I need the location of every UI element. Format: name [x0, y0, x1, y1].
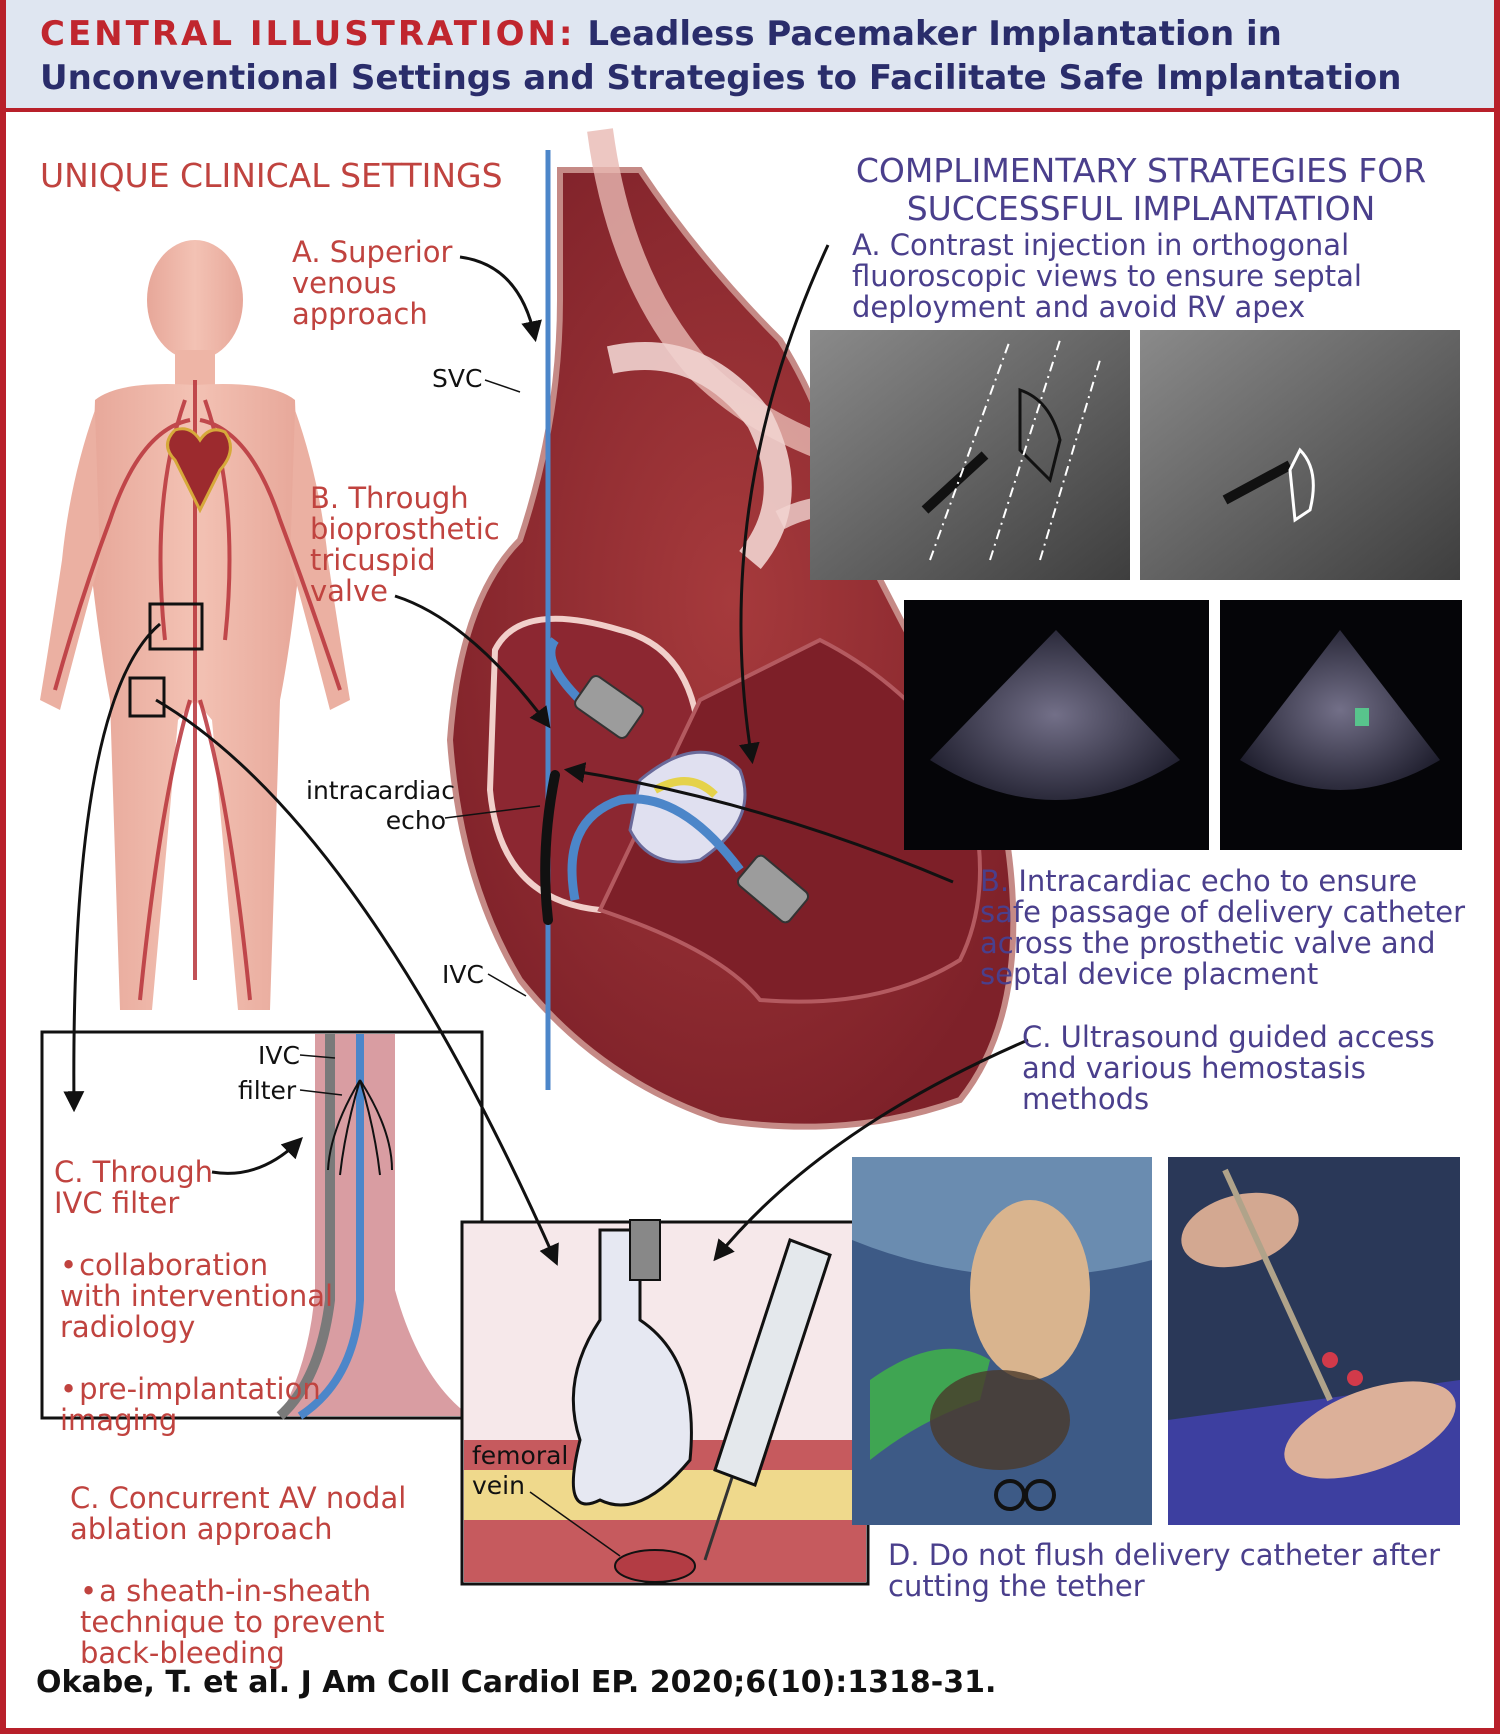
label-svc: SVC — [432, 364, 483, 393]
label-bioprosthetic-valve: B. Through bioprosthetic tricuspid valve — [310, 481, 500, 608]
citation: Okabe, T. et al. J Am Coll Cardiol EP. 2… — [36, 1665, 997, 1700]
left-heading: UNIQUE CLINICAL SETTINGS — [40, 156, 503, 195]
label-femoral-vein: femoral vein — [472, 1441, 569, 1500]
fluoroscopy-images — [810, 330, 1460, 580]
arrow-ice — [563, 762, 954, 884]
label-ivc-filter: C. Through IVC filter — [54, 1155, 213, 1220]
leader-svc — [484, 379, 521, 393]
leader-ivc-inset — [299, 1054, 336, 1059]
title-bar: CENTRAL ILLUSTRATION: Leadless Pacemaker… — [0, 0, 1500, 112]
body-figure — [40, 240, 350, 1010]
label-ivc: IVC — [442, 960, 484, 989]
ivc-filter-bullet-2: pre-implantation imaging — [60, 1374, 333, 1436]
leader-filter — [299, 1089, 343, 1096]
arrow-ultrasound-access — [713, 1038, 1029, 1262]
label-av-nodal-ablation: C. Concurrent AV nodal ablation approach — [70, 1481, 407, 1546]
title-lead: CENTRAL ILLUSTRATION: — [40, 14, 576, 54]
av-nodal-bullet: a sheath-in-sheath technique to prevent … — [80, 1576, 406, 1669]
strategy-c-text: C. Ultrasound guided access and various … — [1022, 1020, 1435, 1116]
arrow-superior-approach — [459, 255, 542, 343]
ivc-filter-text: C. Through IVC filter collaboration with… — [54, 1126, 333, 1467]
ice-images — [904, 600, 1462, 850]
arrow-ivc-filter — [63, 622, 161, 1113]
figure-title: CENTRAL ILLUSTRATION: Leadless Pacemaker… — [40, 12, 1470, 100]
label-intracardiac-echo: intracardiac echo — [306, 776, 455, 835]
arrow-bioprosthetic-valve — [394, 594, 551, 729]
heart-illustration — [446, 128, 1017, 1130]
av-nodal-text: C. Concurrent AV nodal ablation approach… — [70, 1452, 406, 1700]
leader-ivc — [487, 973, 527, 997]
ivc-filter-bullet-1: collaboration with interventional radiol… — [60, 1250, 333, 1343]
strategy-d-text: D. Do not flush delivery catheter after … — [888, 1538, 1441, 1603]
arrow-contrast-injection — [738, 244, 830, 765]
arrow-filter-inset — [211, 1137, 303, 1175]
title-text: Leadless Pacemaker Implantation in Uncon… — [40, 14, 1402, 98]
ultrasound-inset — [460, 1219, 870, 1586]
right-heading: COMPLIMENTARY STRATEGIES FOR SUCCESSFUL … — [855, 151, 1427, 228]
label-superior-approach: A. Superior venous approach — [292, 235, 453, 331]
arrow-femoral — [155, 698, 559, 1266]
surgical-photos — [852, 1157, 1460, 1525]
leader-femoral — [529, 1491, 621, 1557]
label-ivc-inset: IVC — [258, 1041, 300, 1070]
leader-ice — [444, 805, 541, 819]
strategy-b-text: B. Intracardiac echo to ensure safe pass… — [980, 864, 1466, 991]
label-filter: filter — [238, 1076, 297, 1105]
strategy-a-text: A. Contrast injection in orthogonal fluo… — [852, 228, 1362, 324]
